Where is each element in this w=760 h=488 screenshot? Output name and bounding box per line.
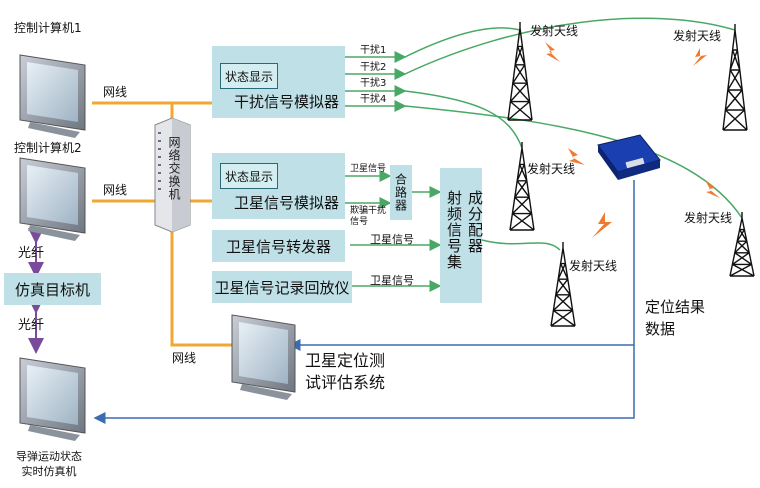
antenna-tower-icon <box>509 142 535 231</box>
antenna-tower-icon <box>507 22 533 121</box>
transponder-label: 卫星信号转发器 <box>225 237 331 256</box>
antenna-tower-icon <box>550 242 576 327</box>
recorder-label: 卫星信号记录回放仪 <box>214 278 350 297</box>
antenna-label-4: 发射天线 <box>684 211 733 225</box>
rf-distributor-box: 射频信号集成分配器 <box>440 168 484 303</box>
recorder-signal-label: 卫星信号 <box>370 274 414 287</box>
jam-channel-2: 干扰2 <box>360 62 387 73</box>
signal-lines <box>345 17 743 292</box>
sim-target-box: 仿真目标机 <box>4 273 101 305</box>
monitor-icon-eval <box>231 314 296 400</box>
ctrl1-label: 控制计算机1 <box>14 21 82 35</box>
sat-status-label: 状态显示 <box>224 169 273 184</box>
recorder-box: 卫星信号记录回放仪 <box>212 271 352 303</box>
switch-tower-icon <box>154 117 191 233</box>
monitor-icon-missile <box>19 357 86 441</box>
antenna-label-2: 发射天线 <box>673 29 722 43</box>
jam-status-label: 状态显示 <box>224 69 273 84</box>
antenna-label-3: 发射天线 <box>527 162 576 176</box>
positioning-result-label: 定位结果数据 <box>645 298 706 338</box>
rf-distributor-label: 射频信号集成分配器 <box>445 189 484 270</box>
fiber-label-1: 光纤 <box>18 246 45 261</box>
antenna-tower-icon <box>722 24 748 131</box>
missile-sim-label: 导弹运动状态 实时仿真机 <box>16 450 82 478</box>
net-label-1: 网线 <box>103 85 128 99</box>
jam-channel-1: 干扰1 <box>360 45 387 56</box>
deception-signal-label: 欺骗干扰信号 <box>350 206 387 227</box>
ctrl2-label: 控制计算机2 <box>14 141 82 155</box>
satellite-simulator-title: 卫星信号模拟器 <box>233 194 339 212</box>
switch-label: 网络交换机 <box>167 136 181 201</box>
receiver-device-icon <box>597 134 661 180</box>
net-label-3: 网线 <box>172 351 197 365</box>
sat-status-box: 状态显示 <box>220 163 278 189</box>
jam-channel-3: 干扰3 <box>360 78 387 89</box>
monitor-icon-ctrl2 <box>19 157 86 241</box>
monitor-icon-ctrl1 <box>19 54 86 138</box>
jam-status-box: 状态显示 <box>220 63 278 89</box>
signal-bolt-icons <box>545 42 720 238</box>
antenna-tower-icon <box>729 212 755 277</box>
evaluation-system-label: 卫星定位测试评估系统 <box>305 351 386 392</box>
antenna-label-1: 发射天线 <box>530 24 579 38</box>
net-label-2: 网线 <box>103 183 128 197</box>
fiber-label-2: 光纤 <box>18 318 45 333</box>
transponder-box: 卫星信号转发器 <box>212 230 345 262</box>
combiner-label: 合路器 <box>393 173 408 212</box>
jam-channel-4: 干扰4 <box>360 94 387 105</box>
antenna-towers <box>507 22 755 327</box>
sat-signal-label: 卫星信号 <box>350 164 387 174</box>
combiner-box: 合路器 <box>390 165 412 220</box>
result-lines <box>93 180 635 424</box>
jamming-simulator-title: 干扰信号模拟器 <box>233 93 339 111</box>
jamming-simulator-box: 干扰信号模拟器 <box>212 46 345 118</box>
antenna-label-5: 发射天线 <box>569 259 618 273</box>
sim-target-label: 仿真目标机 <box>14 280 90 299</box>
transponder-signal-label: 卫星信号 <box>370 233 414 246</box>
